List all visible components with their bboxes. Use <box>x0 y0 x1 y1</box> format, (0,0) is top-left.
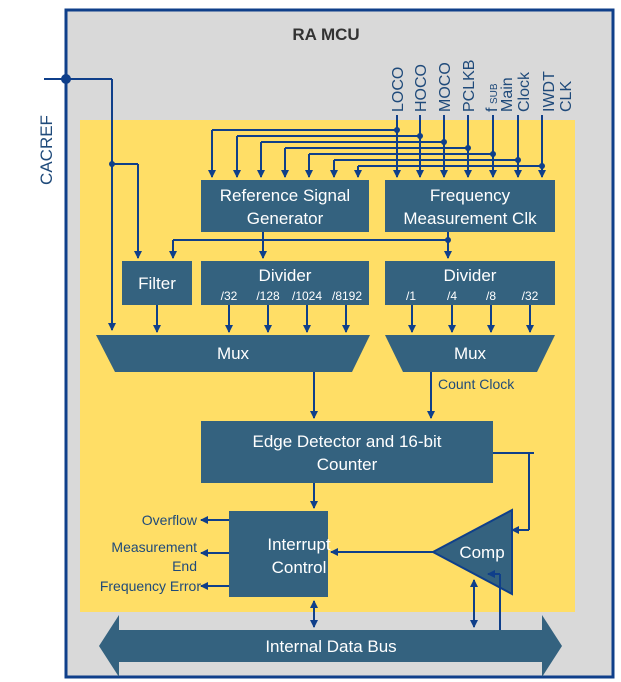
divider-right-ratio: /32 <box>522 289 539 303</box>
clock-distribution-wires <box>208 115 546 178</box>
interrupt-control-block <box>229 511 328 597</box>
edge-counter-label-2: Counter <box>317 455 378 474</box>
clock-label-iwdt-clk: IWDT CLK <box>541 71 575 112</box>
count-clock-label: Count Clock <box>438 376 515 392</box>
svg-text:SUB: SUB <box>489 83 500 104</box>
divider-left-label: Divider <box>259 266 312 285</box>
clock-label-main-clock: Main Clock <box>499 71 533 112</box>
clock-label-fsub: f SUB <box>484 83 501 112</box>
reference-signal-generator-block <box>201 180 369 232</box>
ref-gen-label-2: Generator <box>247 209 324 228</box>
cacref-wires <box>44 74 142 331</box>
frequency-measurement-clk-block <box>385 180 555 232</box>
mux-left-label: Mux <box>217 344 250 363</box>
clock-junction-dot <box>539 163 545 169</box>
divider-right-ratio: /4 <box>447 289 457 303</box>
measurement-end-output-label-1: Measurement <box>111 539 197 555</box>
svg-text:f: f <box>484 107 501 112</box>
edge-detector-counter-block <box>201 421 493 483</box>
divider-left-ratio: /32 <box>221 289 238 303</box>
divider-right-label: Divider <box>444 266 497 285</box>
edge-counter-label-1: Edge Detector and 16-bit <box>252 432 441 451</box>
clock-junction-dot <box>441 139 447 145</box>
mux-output-wires <box>310 372 435 419</box>
ref-gen-label-1: Reference Signal <box>220 186 350 205</box>
divider-left-ratio: /128 <box>256 289 280 303</box>
interrupt-output-wires <box>200 516 229 590</box>
clock-junction-dot <box>417 133 423 139</box>
clock-label-moco: MOCO <box>437 62 454 112</box>
clock-junction-dot <box>465 145 471 151</box>
overflow-output-label: Overflow <box>142 512 198 528</box>
comparator-label: Comp <box>459 543 504 562</box>
clock-label-loco: LOCO <box>390 67 407 112</box>
divider-left-ratio: /8192 <box>332 289 362 303</box>
cacref-label: CACREF <box>37 115 56 185</box>
freq-clk-label-1: Frequency <box>430 186 511 205</box>
clock-label-hoco: HOCO <box>413 64 430 112</box>
divider-left-block <box>201 261 369 305</box>
mux-right <box>385 335 555 372</box>
divider-left-ratio: /1024 <box>292 289 322 303</box>
interrupt-label-2: Control <box>272 558 327 577</box>
clock-junction-dot <box>394 127 400 133</box>
measurement-end-output-label-2: End <box>172 558 197 574</box>
divider-to-mux-wires <box>153 305 534 333</box>
divider-right-ratio: /8 <box>486 289 496 303</box>
internal-data-bus-label: Internal Data Bus <box>265 637 396 656</box>
generator-output-wires <box>169 232 452 259</box>
divider-right-block <box>385 261 555 305</box>
filter-block <box>122 261 192 305</box>
frequency-error-output-label: Frequency Error <box>100 578 201 594</box>
filter-label: Filter <box>138 274 176 293</box>
clock-junction-dot <box>490 151 496 157</box>
mux-left <box>96 335 370 372</box>
mcu-title: RA MCU <box>292 25 359 44</box>
clock-label-pclkb: PCLKB <box>461 60 478 112</box>
interrupt-label-1: Interrupt <box>267 535 331 554</box>
clock-source-labels: LOCO HOCO MOCO PCLKB f SUB Main Clock IW… <box>390 60 575 112</box>
internal-data-bus <box>99 615 562 677</box>
counter-to-comparator-wire <box>493 452 534 534</box>
comparator-bus-wires <box>470 570 501 640</box>
clock-junction-dot <box>515 157 521 163</box>
iwdt-line1: IWDT <box>541 71 558 112</box>
iwdt-line2: CLK <box>558 81 575 112</box>
divider-right-ratio: /1 <box>406 289 416 303</box>
main-clock-line1: Main <box>499 77 516 112</box>
freq-clk-label-2: Measurement Clk <box>403 209 537 228</box>
main-clock-line2: Clock <box>516 71 533 112</box>
mux-right-label: Mux <box>454 344 487 363</box>
